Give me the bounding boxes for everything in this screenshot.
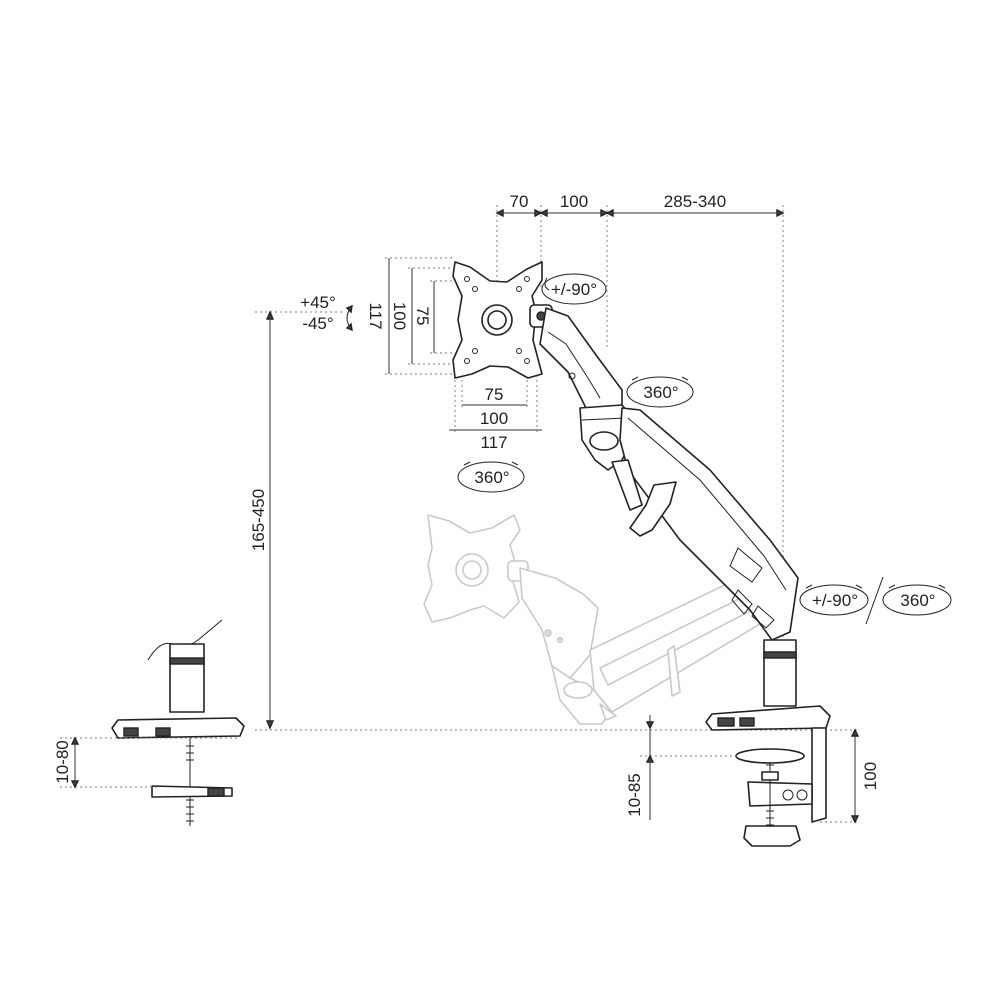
vesa-horizontal-117-label: 117 [480, 433, 507, 452]
vesa-vertical-75-label: 75 [413, 307, 432, 326]
base-rotate-label: +/-90° [812, 591, 858, 610]
base-swivel-label: 360° [900, 591, 935, 610]
rotation-head-90: +/-90° [541, 273, 607, 305]
vesa-horizontal-100-label: 100 [480, 409, 508, 428]
ghost-arm-lower-position [423, 514, 779, 725]
vesa-vertical-dimensions: 117 100 75 [366, 257, 460, 375]
clamp-height-dimension: 100 [820, 728, 880, 824]
vesa-horizontal-dimensions: 75 100 117 [449, 375, 542, 452]
dim-70-label: 70 [510, 192, 529, 211]
rotation-head-360: 360° [457, 461, 525, 493]
grommet-mount-left [111, 619, 245, 826]
vesa-vertical-100-label: 100 [390, 302, 409, 330]
c-clamp-right [705, 705, 831, 847]
height-dimension: 165-450 [249, 310, 860, 731]
clamp-height-label: 100 [861, 762, 880, 790]
dim-285-340-label: 285-340 [664, 192, 726, 211]
clamp-thickness-dimension: 10-80 [53, 736, 240, 789]
grommet-range-label: 10-85 [625, 773, 644, 816]
grommet-range-dimension: 10-85 [625, 715, 740, 820]
tilt-indicator: +45° -45° [300, 293, 353, 333]
rotation-elbow-360: 360° [626, 376, 694, 408]
forearm [539, 307, 623, 415]
elbow-swivel-label: 360° [643, 383, 678, 402]
vesa-vertical-117-label: 117 [366, 302, 385, 329]
vesa-horizontal-75-label: 75 [485, 385, 504, 404]
head-swivel-label: 360° [474, 468, 509, 487]
height-range-label: 165-450 [249, 489, 268, 551]
vesa-plate [452, 261, 543, 379]
pole [763, 639, 797, 707]
monitor-arm-main [452, 261, 799, 707]
top-dimensions: 70 100 285-340 [495, 192, 785, 640]
tilt-down-label: -45° [302, 314, 333, 333]
rotation-base-group: +/-90° 360° [799, 576, 952, 625]
cable-clip [629, 481, 677, 537]
clamp-thickness-label: 10-80 [53, 740, 72, 783]
head-rotate-label: +/-90° [551, 280, 597, 299]
tilt-up-label: +45° [300, 293, 336, 312]
dim-100-label: 100 [560, 192, 588, 211]
